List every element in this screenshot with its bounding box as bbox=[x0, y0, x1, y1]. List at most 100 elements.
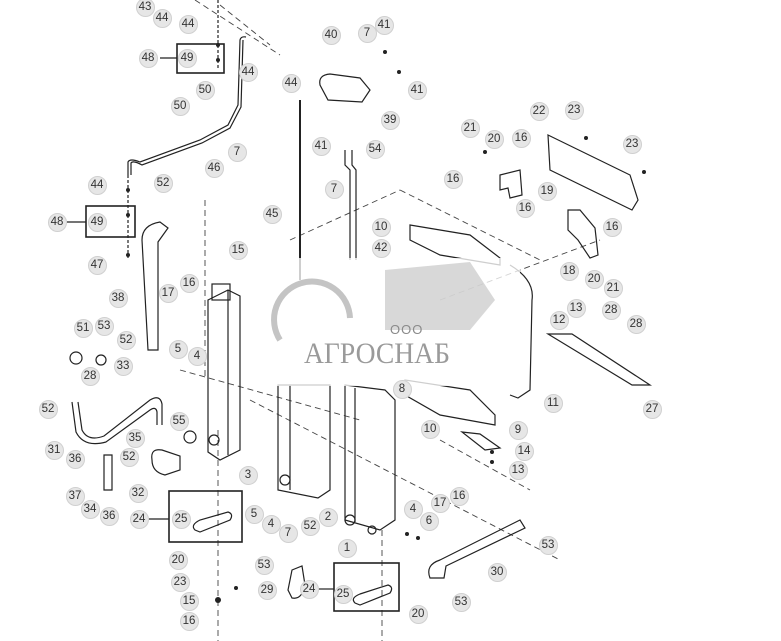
part-callout-9: 9 bbox=[508, 420, 528, 440]
part-callout-45: 45 bbox=[262, 204, 282, 224]
part-callout-42: 42 bbox=[371, 238, 391, 258]
part-callout-23: 23 bbox=[564, 100, 584, 120]
part-callout-10: 10 bbox=[420, 419, 440, 439]
part-callout-49: 49 bbox=[177, 48, 197, 68]
part-callout-36: 36 bbox=[65, 449, 85, 469]
part-callout-52: 52 bbox=[38, 399, 58, 419]
part-callout-7: 7 bbox=[227, 142, 247, 162]
watermark-prefix: ООО bbox=[390, 322, 424, 337]
part-callout-41: 41 bbox=[311, 136, 331, 156]
part-callout-44: 44 bbox=[152, 8, 172, 28]
part-callout-19: 19 bbox=[537, 181, 557, 201]
watermark-company-name: АГРОСНАБ bbox=[304, 337, 450, 370]
part-callout-17: 17 bbox=[430, 493, 450, 513]
part-callout-48: 48 bbox=[47, 212, 67, 232]
part-callout-16: 16 bbox=[511, 128, 531, 148]
part-callout-4: 4 bbox=[187, 346, 207, 366]
part-callout-28: 28 bbox=[80, 366, 100, 386]
part-callout-2: 2 bbox=[318, 507, 338, 527]
part-callout-48: 48 bbox=[138, 48, 158, 68]
part-callout-28: 28 bbox=[601, 300, 621, 320]
part-callout-4: 4 bbox=[261, 514, 281, 534]
part-callout-37: 37 bbox=[65, 486, 85, 506]
part-callout-46: 46 bbox=[204, 158, 224, 178]
part-callout-10: 10 bbox=[371, 217, 391, 237]
part-callout-16: 16 bbox=[179, 611, 199, 631]
part-callout-31: 31 bbox=[44, 440, 64, 460]
part-callout-5: 5 bbox=[244, 504, 264, 524]
part-callout-7: 7 bbox=[278, 523, 298, 543]
part-callout-44: 44 bbox=[281, 73, 301, 93]
part-callout-53: 53 bbox=[451, 592, 471, 612]
part-callout-23: 23 bbox=[622, 134, 642, 154]
part-callout-24: 24 bbox=[129, 509, 149, 529]
part-callout-17: 17 bbox=[158, 283, 178, 303]
part-callout-16: 16 bbox=[602, 217, 622, 237]
part-callout-28: 28 bbox=[626, 314, 646, 334]
part-callout-29: 29 bbox=[257, 580, 277, 600]
part-callout-23: 23 bbox=[170, 572, 190, 592]
part-callout-11: 11 bbox=[543, 393, 563, 413]
part-callout-24: 24 bbox=[299, 579, 319, 599]
part-callout-14: 14 bbox=[514, 441, 534, 461]
part-callout-44: 44 bbox=[178, 14, 198, 34]
part-callout-16: 16 bbox=[515, 198, 535, 218]
part-callout-25: 25 bbox=[333, 584, 353, 604]
part-callout-13: 13 bbox=[508, 460, 528, 480]
part-callout-13: 13 bbox=[566, 298, 586, 318]
part-callout-16: 16 bbox=[179, 273, 199, 293]
part-callout-55: 55 bbox=[169, 411, 189, 431]
part-callout-20: 20 bbox=[484, 129, 504, 149]
part-callout-36: 36 bbox=[99, 506, 119, 526]
part-callout-44: 44 bbox=[87, 175, 107, 195]
part-callout-8: 8 bbox=[392, 379, 412, 399]
part-callout-16: 16 bbox=[449, 486, 469, 506]
part-callout-50: 50 bbox=[170, 96, 190, 116]
part-callout-41: 41 bbox=[374, 15, 394, 35]
part-callout-32: 32 bbox=[128, 483, 148, 503]
part-callout-20: 20 bbox=[584, 269, 604, 289]
part-callout-5: 5 bbox=[168, 339, 188, 359]
part-callout-43: 43 bbox=[135, 0, 155, 17]
part-callout-35: 35 bbox=[125, 428, 145, 448]
part-callout-22: 22 bbox=[529, 101, 549, 121]
part-callout-20: 20 bbox=[168, 550, 188, 570]
part-callout-21: 21 bbox=[460, 118, 480, 138]
part-callout-53: 53 bbox=[254, 555, 274, 575]
part-callout-44: 44 bbox=[238, 62, 258, 82]
part-callout-18: 18 bbox=[559, 261, 579, 281]
part-callout-21: 21 bbox=[603, 278, 623, 298]
part-callout-12: 12 bbox=[549, 310, 569, 330]
part-callout-3: 3 bbox=[238, 465, 258, 485]
part-callout-1: 1 bbox=[337, 538, 357, 558]
part-callout-20: 20 bbox=[408, 604, 428, 624]
part-callout-53: 53 bbox=[538, 535, 558, 555]
part-callout-27: 27 bbox=[642, 399, 662, 419]
part-callout-52: 52 bbox=[116, 330, 136, 350]
part-callout-6: 6 bbox=[419, 511, 439, 531]
part-callout-51: 51 bbox=[73, 318, 93, 338]
part-callout-47: 47 bbox=[87, 255, 107, 275]
part-callout-7: 7 bbox=[324, 179, 344, 199]
part-callout-15: 15 bbox=[179, 591, 199, 611]
part-callout-54: 54 bbox=[365, 139, 385, 159]
part-callout-4: 4 bbox=[403, 499, 423, 519]
part-callout-50: 50 bbox=[195, 80, 215, 100]
part-callout-41: 41 bbox=[407, 80, 427, 100]
part-callout-30: 30 bbox=[487, 562, 507, 582]
part-callout-40: 40 bbox=[321, 25, 341, 45]
part-callout-16: 16 bbox=[443, 169, 463, 189]
part-callout-34: 34 bbox=[80, 499, 100, 519]
part-callout-52: 52 bbox=[300, 516, 320, 536]
part-callout-25: 25 bbox=[171, 509, 191, 529]
part-callout-53: 53 bbox=[94, 316, 114, 336]
part-callout-7: 7 bbox=[357, 23, 377, 43]
part-callout-49: 49 bbox=[87, 212, 107, 232]
part-callout-39: 39 bbox=[380, 110, 400, 130]
part-callout-33: 33 bbox=[113, 356, 133, 376]
part-callout-38: 38 bbox=[108, 288, 128, 308]
part-callout-52: 52 bbox=[119, 447, 139, 467]
